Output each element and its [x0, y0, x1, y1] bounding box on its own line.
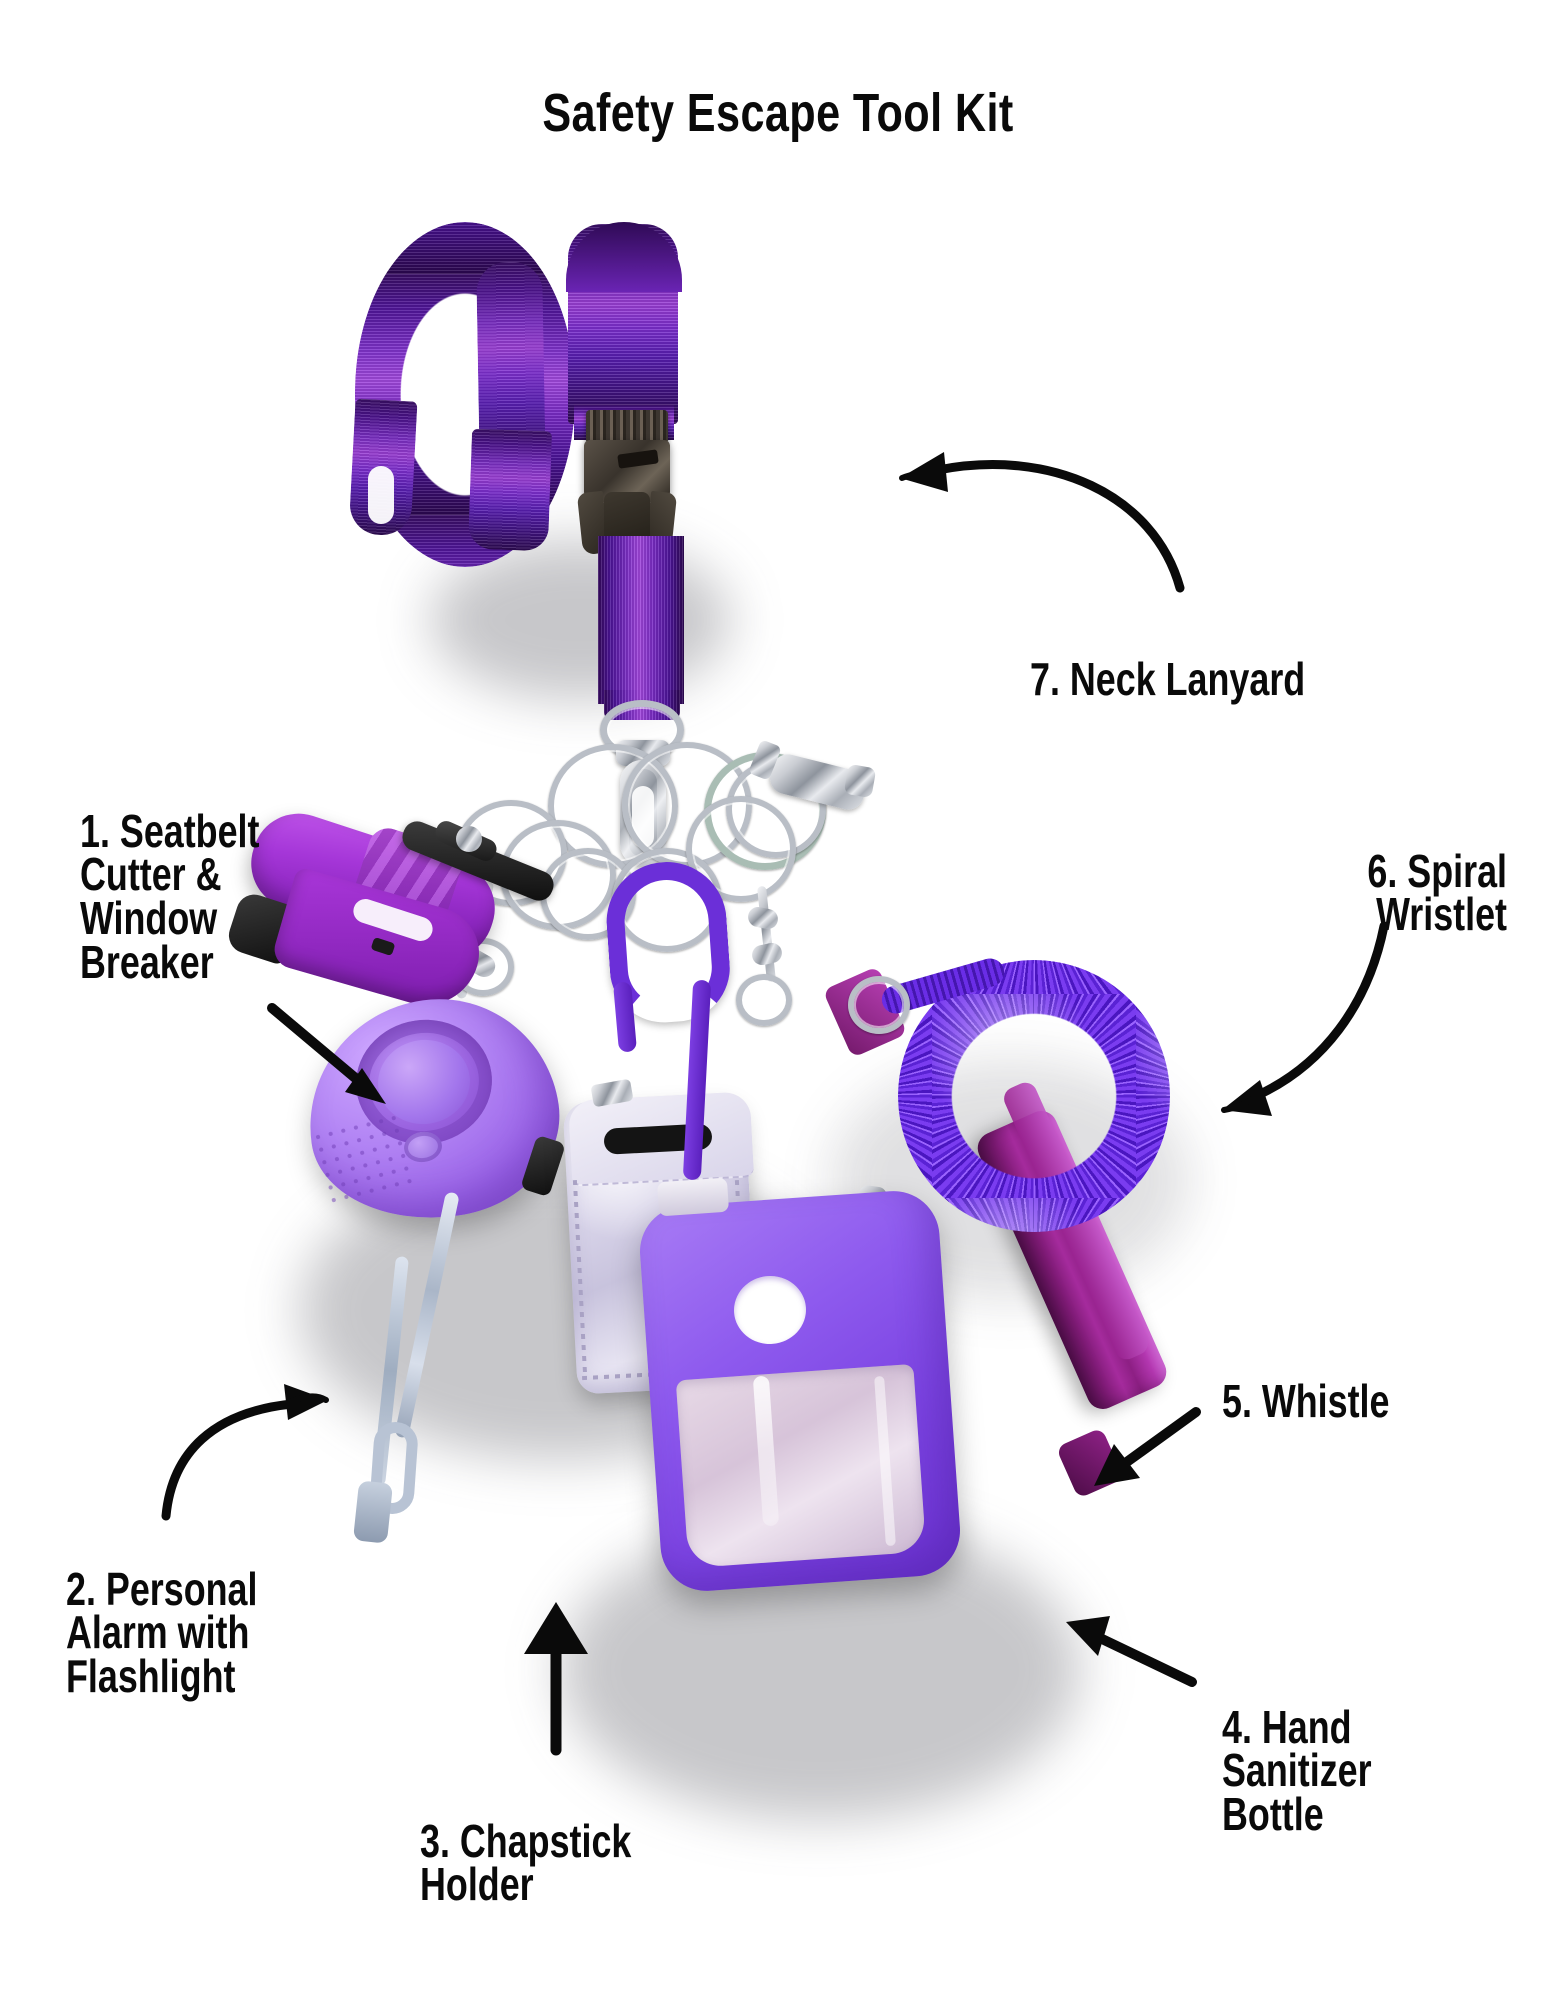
sanitizer-bottle-neck	[656, 1177, 730, 1217]
seatbelt-cutter-ball	[456, 826, 482, 852]
callout-label-5-text: 5. Whistle	[1222, 1374, 1390, 1427]
callout-label-4-text: 4. Hand Sanitizer Bottle	[1222, 1700, 1372, 1841]
spiral-wristlet-ring	[848, 976, 910, 1034]
callout-label-5: 5. Whistle	[1222, 1336, 1522, 1467]
callout-label-2-text: 2. Personal Alarm with Flashlight	[66, 1562, 258, 1703]
page-title: Safety Escape Tool Kit	[542, 83, 1014, 143]
split-ring-right-b	[686, 796, 796, 902]
callout-label-7-text: 7. Neck Lanyard	[1030, 652, 1306, 705]
callout-label-2: 2. Personal Alarm with Flashlight	[66, 1524, 366, 1742]
callout-label-6-text: 6. Spiral Wristlet	[1367, 844, 1507, 941]
lobster-clasp-wristlet-gate	[843, 763, 877, 799]
whistle-chain	[757, 885, 776, 983]
lanyard-strap-drop	[598, 536, 684, 704]
spiral-wristlet-coil-gloss	[898, 960, 1170, 1232]
lanyard-buckle-top	[586, 410, 668, 444]
split-ring-mid-d	[612, 848, 722, 952]
callout-label-3-text: 3. Chapstick Holder	[420, 1814, 632, 1911]
callout-label-3: 3. Chapstick Holder	[420, 1776, 750, 1951]
whistle-chain-link-a	[746, 905, 780, 931]
whistle-end-cap	[1055, 1427, 1125, 1499]
lanyard-fold-middle-b	[467, 428, 553, 552]
callout-label-1: 1. Seatbelt Cutter & Window Breaker	[80, 766, 380, 1028]
lanyard-buckle-center	[604, 492, 650, 544]
callout-label-1-text: 1. Seatbelt Cutter & Window Breaker	[80, 804, 260, 988]
lanyard-tail-left-hole	[368, 466, 394, 524]
callout-label-7: 7. Neck Lanyard	[1030, 614, 1410, 745]
callout-label-4: 4. Hand Sanitizer Bottle	[1222, 1662, 1522, 1880]
whistle-chain-link-b	[750, 941, 784, 967]
split-ring-whistle	[736, 974, 792, 1026]
callout-label-6: 6. Spiral Wristlet	[1247, 806, 1507, 981]
